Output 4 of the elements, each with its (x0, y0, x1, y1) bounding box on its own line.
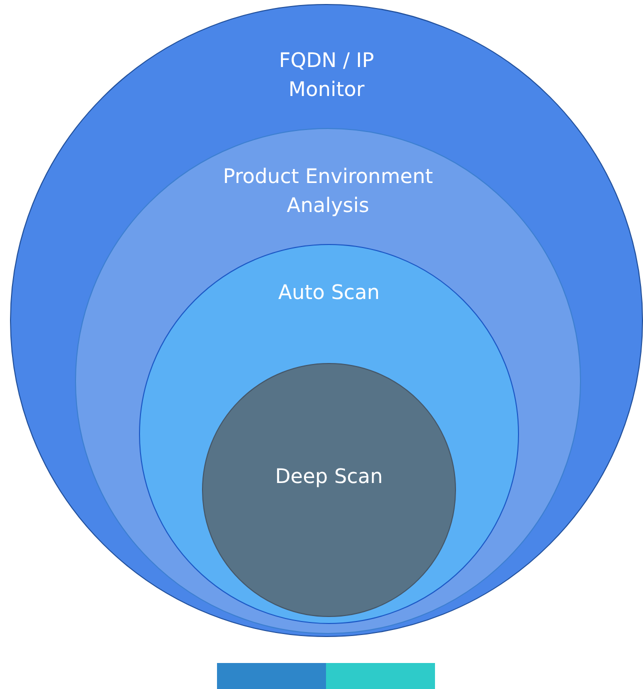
circle-label: FQDN / IP Monitor (278, 47, 376, 103)
circle-label: Deep Scan (274, 463, 384, 490)
circle-label: Auto Scan (277, 279, 381, 306)
circle-label: Product Environment Analysis (222, 163, 434, 219)
